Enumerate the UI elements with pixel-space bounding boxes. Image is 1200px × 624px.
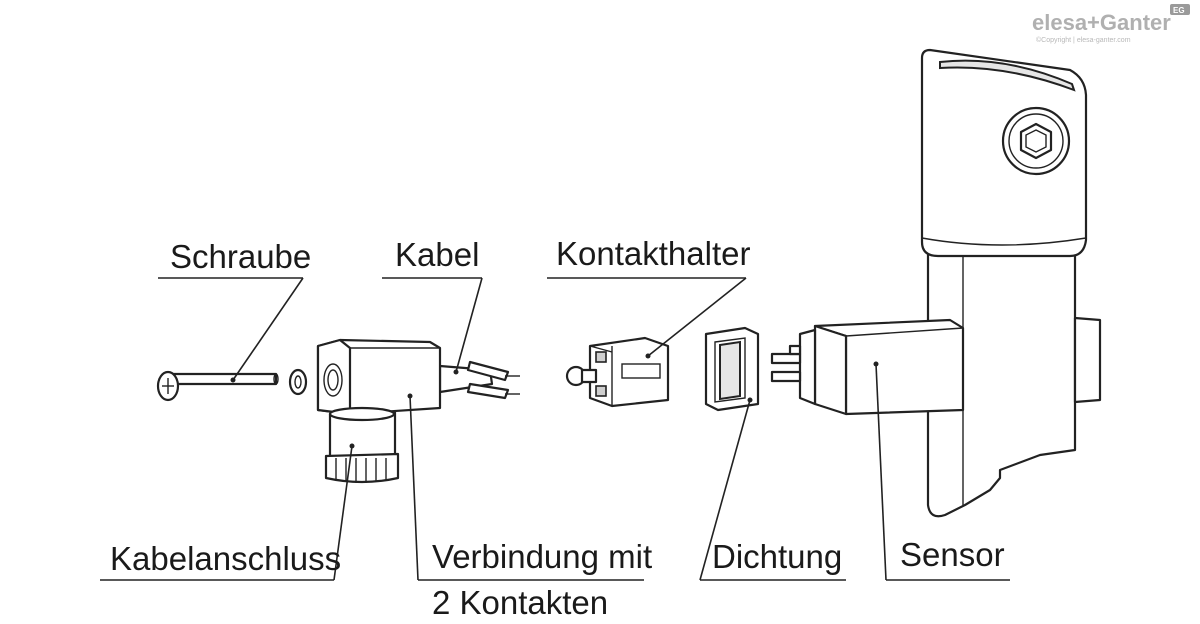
brand-logo: elesa+Ganter EG ©Copyright | elesa-gante… bbox=[1032, 4, 1190, 44]
verbindung-connector-part bbox=[316, 338, 520, 484]
washer-part bbox=[288, 368, 308, 396]
kontakthalter-leader-line bbox=[647, 277, 747, 357]
kontakthalter-part bbox=[565, 336, 670, 408]
dichtung-leader-line bbox=[699, 399, 751, 581]
kabel-leader-line bbox=[455, 277, 483, 373]
brand-badge-icon bbox=[1170, 4, 1190, 15]
brand-name: elesa+Ganter bbox=[1032, 10, 1171, 35]
label-verbindung-line2: 2 Kontakten bbox=[432, 584, 608, 621]
schraube-screw-part bbox=[156, 370, 279, 402]
sensor-plug-part bbox=[770, 318, 965, 416]
sensor-leader-line bbox=[875, 363, 887, 581]
schraube-leader-line bbox=[232, 277, 304, 381]
label-kabel: Kabel bbox=[395, 236, 479, 273]
brand-copyright: ©Copyright | elesa-ganter.com bbox=[1036, 36, 1131, 44]
label-verbindung-line1: Verbindung mit bbox=[432, 538, 652, 575]
brand-badge: EG bbox=[1173, 6, 1185, 15]
label-kabelanschluss: Kabelanschluss bbox=[110, 540, 341, 577]
sensor-housing-part bbox=[920, 48, 1102, 518]
kabelanschluss-leader-line bbox=[333, 445, 353, 581]
label-schraube: Schraube bbox=[170, 238, 311, 275]
label-sensor: Sensor bbox=[900, 536, 1005, 573]
dichtung-gasket-part bbox=[704, 326, 760, 412]
label-dichtung: Dichtung bbox=[712, 538, 842, 575]
label-kontakthalter: Kontakthalter bbox=[556, 235, 750, 272]
verbindung-leader-line bbox=[409, 395, 419, 581]
